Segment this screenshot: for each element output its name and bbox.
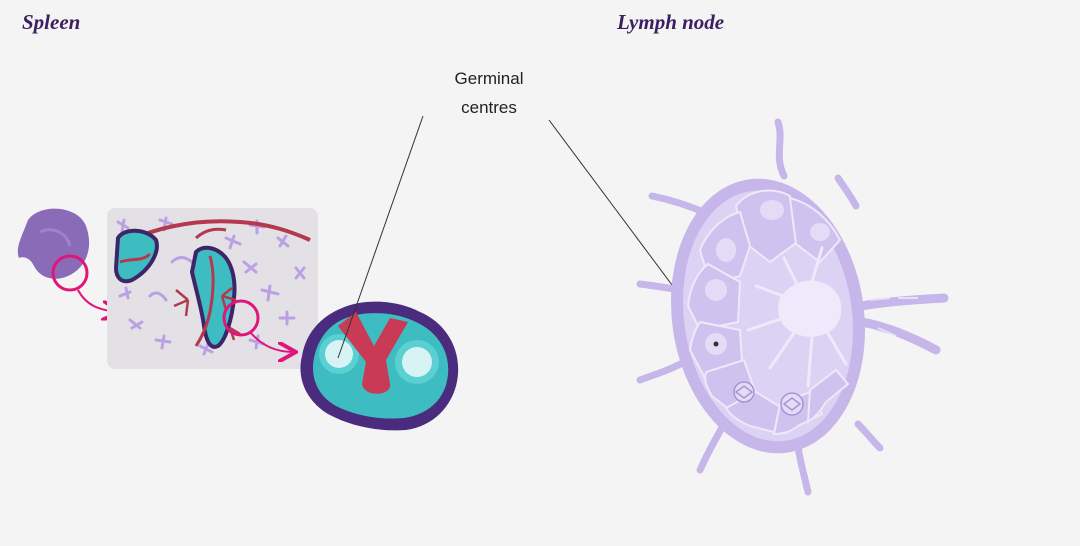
lymph-node-title: Lymph node <box>617 10 725 34</box>
white-pulp-closeup <box>300 301 459 431</box>
spleen-organ <box>17 208 90 279</box>
callout-line-1: Germinal <box>454 69 524 88</box>
spleen-section-panel <box>107 208 318 369</box>
central-arteriole <box>338 312 408 394</box>
lymph-node <box>636 118 949 496</box>
section-zoom-circle <box>222 299 260 337</box>
spleen-zoom-circle <box>51 254 89 292</box>
callout-line-spleen <box>337 115 424 359</box>
callout-line-2: centres <box>461 98 517 117</box>
lymph-node-hilum <box>778 280 842 337</box>
spleen-title: Spleen <box>22 10 81 34</box>
germinal-centres-label: Germinal centres <box>428 64 550 122</box>
zoom-arrow-2 <box>249 331 294 352</box>
